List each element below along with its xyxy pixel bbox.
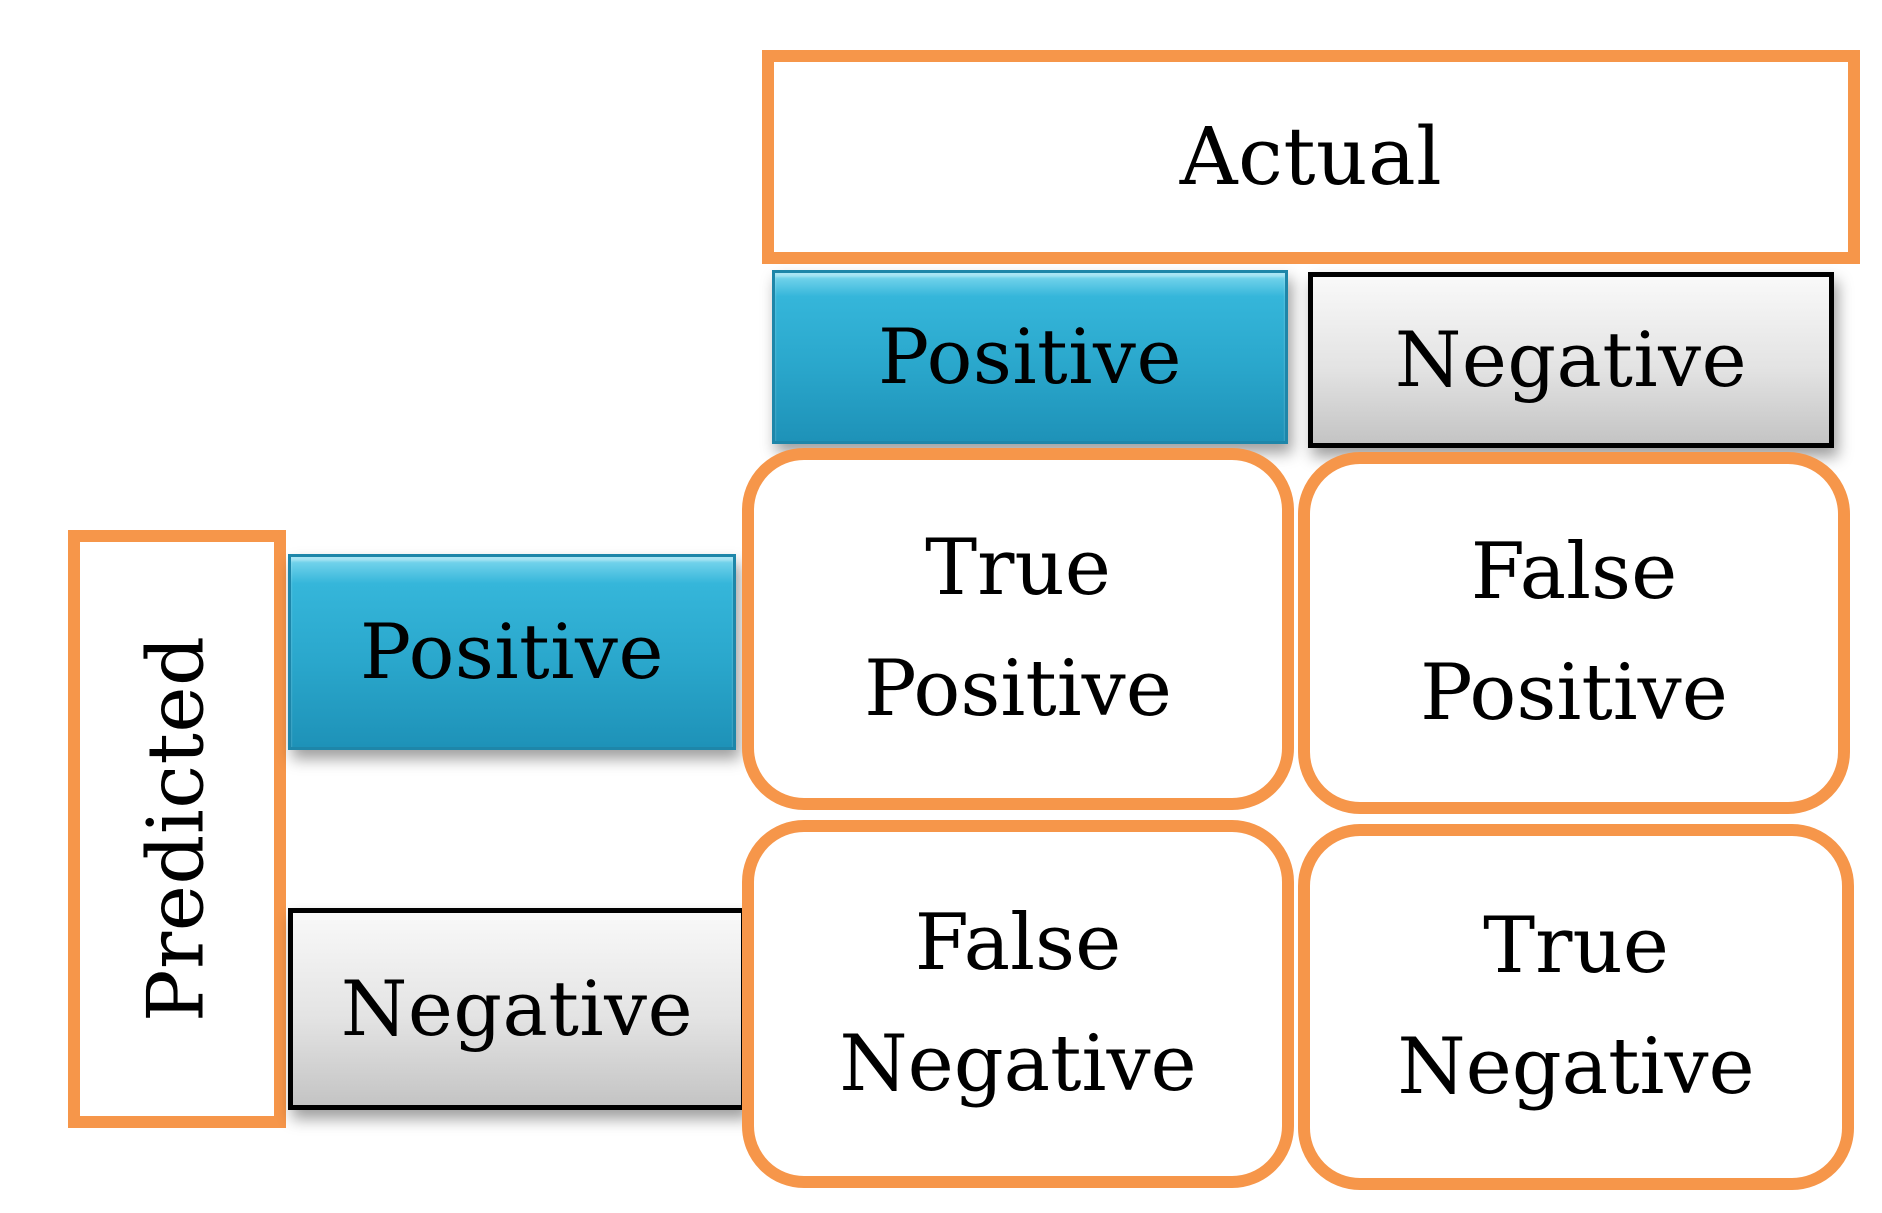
- predicted-header: Predicted: [68, 530, 286, 1128]
- predicted-negative-label: Negative: [340, 964, 694, 1054]
- predicted-title: Predicted: [131, 635, 222, 1023]
- actual-positive-header: Positive: [772, 270, 1288, 444]
- cell-true-positive-line1: True: [925, 523, 1111, 614]
- cell-false-positive-line1: False: [1470, 527, 1678, 618]
- cell-false-positive-line2: Positive: [1420, 648, 1728, 738]
- predicted-positive-header: Positive: [288, 554, 736, 750]
- actual-header: Actual: [762, 50, 1860, 264]
- actual-negative-header: Negative: [1308, 272, 1834, 448]
- cell-true-negative-line2: Negative: [1397, 1022, 1755, 1112]
- cell-true-positive: True Positive: [742, 448, 1294, 810]
- cell-true-negative: True Negative: [1298, 824, 1854, 1190]
- predicted-negative-header: Negative: [288, 908, 746, 1110]
- cell-true-positive-line2: Positive: [864, 644, 1172, 734]
- actual-negative-label: Negative: [1394, 315, 1748, 405]
- cell-false-negative: False Negative: [742, 820, 1294, 1188]
- actual-title: Actual: [1179, 110, 1443, 203]
- cell-false-negative-line2: Negative: [839, 1019, 1197, 1109]
- predicted-positive-label: Positive: [360, 607, 664, 697]
- actual-positive-label: Positive: [878, 312, 1182, 402]
- cell-false-negative-line1: False: [914, 898, 1122, 989]
- cell-false-positive: False Positive: [1298, 452, 1850, 814]
- cell-true-negative-line1: True: [1483, 901, 1669, 992]
